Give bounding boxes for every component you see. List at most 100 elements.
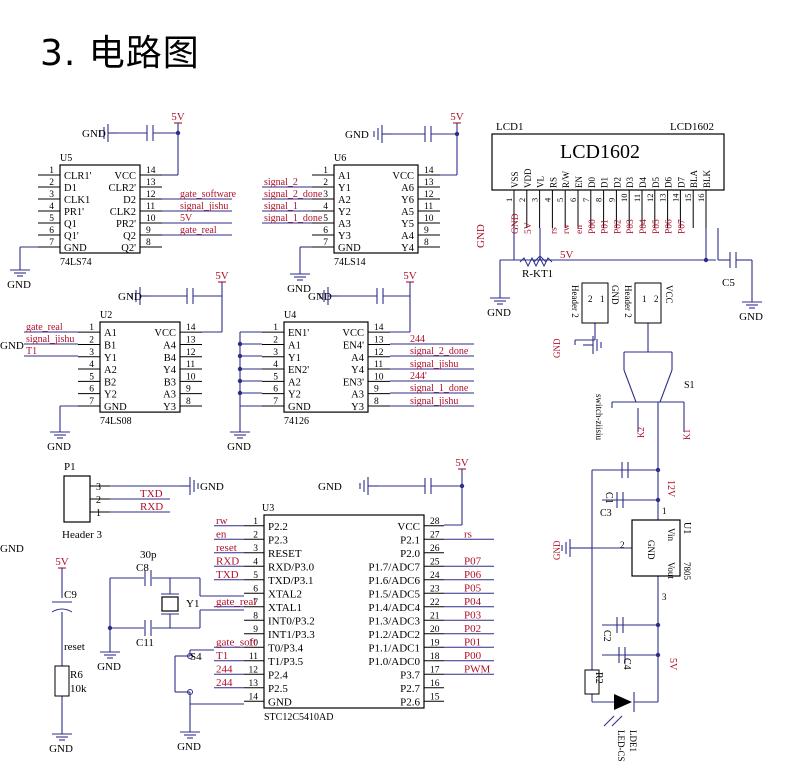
led-ray — [611, 715, 623, 727]
gnd-label: GND — [552, 540, 562, 560]
net-label: gate_real — [180, 225, 217, 236]
u3-pin-name-left: T1/P3.5 — [268, 656, 304, 668]
u5-pin-name-right: Q2' — [121, 243, 136, 254]
r6-label: R6 — [70, 669, 83, 681]
lcd-net-label: P04 — [639, 219, 649, 234]
u4-pin-num-right: 14 — [374, 323, 384, 333]
u3-pin-num-left: 7 — [253, 598, 258, 608]
u5-pin-num-left: 1 — [49, 166, 54, 176]
junction-dot — [237, 366, 243, 372]
net-label: 244' — [410, 371, 427, 382]
c8-label: C8 — [136, 562, 149, 574]
page-title: 3. 电路图 — [40, 33, 200, 74]
u5-pin-name-left: Q1 — [64, 219, 77, 230]
net-label: rs — [464, 528, 472, 540]
u5-pin-num-right: 12 — [146, 190, 156, 200]
u2-ref: U2 — [100, 310, 112, 321]
u4-pin-num-right: 12 — [374, 348, 384, 358]
lcd-net-label: rs — [549, 227, 559, 234]
u6-pin-name-right: A6 — [401, 183, 414, 194]
u4-pin-name-right: EN3' — [343, 377, 364, 388]
lcd-pin-name: BLA — [689, 169, 699, 188]
u2-body — [99, 321, 181, 413]
net-label: signal_2_done — [410, 346, 469, 357]
junction-dot — [237, 378, 243, 384]
net-label: P00 — [464, 650, 482, 662]
u3-pin-name-left: XTAL2 — [268, 588, 302, 600]
y1-label: Y1 — [186, 598, 199, 610]
u3-pin-name-right: P1.4/ADC4 — [368, 602, 420, 614]
header-vcc-part: Header 2 — [623, 285, 633, 318]
pot-arrow — [533, 255, 547, 263]
net-label: P03 — [464, 609, 482, 621]
u5-pin-name-left: GND — [64, 243, 87, 254]
lcd-pin-name: D1 — [600, 177, 610, 188]
lcd-pin-num: 8 — [594, 198, 604, 202]
net-label: reset — [216, 542, 237, 554]
lcd-net-label: P00 — [588, 219, 598, 234]
u4-pin-name-right: VCC — [342, 328, 364, 339]
u4-pin-name-left: EN2' — [288, 365, 309, 376]
gnd-label: GND — [118, 291, 142, 303]
u6-pin-name-right: A5 — [401, 207, 414, 218]
lcd-net-label: P06 — [665, 219, 675, 234]
header-gnd-part: Header 2 — [570, 285, 580, 318]
s4-label: S4 — [190, 651, 202, 663]
u4-pin-name-left: A1 — [288, 340, 301, 351]
lcd-pin-name: D5 — [651, 177, 661, 188]
junction-dot — [655, 622, 661, 628]
u3-pin-name-right: P1.1/ADC1 — [368, 642, 420, 654]
lcd-pin-name: D2 — [612, 177, 622, 188]
u6-pin-num-left: 4 — [323, 202, 328, 212]
u5-pin-num-left: 2 — [49, 178, 54, 188]
u5-pin-num-left: 7 — [49, 238, 54, 248]
u2-pin-name-right: A3 — [163, 390, 176, 401]
net-label: P05 — [464, 582, 482, 594]
lcd-net-label: P02 — [613, 219, 623, 234]
u3-pin-num-left: 9 — [253, 625, 258, 635]
net-label: gate_real — [26, 322, 63, 333]
u6-pin-name-right: VCC — [392, 171, 414, 182]
u3-ref: U3 — [262, 503, 274, 514]
net-label: TXD — [216, 569, 239, 581]
u3-pin-name-right: P1.3/ADC3 — [368, 615, 420, 627]
u3-pin-name-right: P1.5/ADC5 — [368, 588, 420, 600]
u2-pin-name-left: B2 — [104, 377, 116, 388]
u6-pin-name-right: Y5 — [401, 219, 414, 230]
net-label: P04 — [464, 596, 482, 608]
u5-pin-num-left: 3 — [49, 190, 54, 200]
u6-pin-num-left: 1 — [323, 166, 328, 176]
u2-pin-num-right: 11 — [186, 360, 195, 370]
gnd-label: GND — [0, 543, 24, 555]
gnd-label: GND — [318, 481, 342, 493]
u1-ref: U1 — [681, 522, 692, 534]
u4-pin-name-right: A3 — [351, 390, 364, 401]
u6-pin-name-right: Y6 — [401, 195, 414, 206]
net-label: P06 — [464, 569, 482, 581]
u5-pin-num-left: 5 — [49, 214, 54, 224]
u3-pin-num-right: 24 — [430, 571, 440, 581]
lcd-title: LCD1602 — [560, 141, 640, 163]
s1-label: S1 — [684, 380, 695, 391]
gnd-label: GND — [287, 283, 311, 295]
lcd-pin-num: 13 — [658, 194, 668, 203]
u3-pin-name-right: P1.7/ADC7 — [368, 561, 420, 573]
u3-pin-num-left: 6 — [253, 584, 258, 594]
u3-pin-num-right: 23 — [430, 584, 440, 594]
u6-pin-name-left: Y3 — [338, 231, 351, 242]
led-part: LED-CS — [616, 730, 626, 762]
r2-label: R2 — [593, 672, 604, 684]
p1-ref: P1 — [64, 461, 76, 473]
wire-layer — [10, 122, 762, 741]
led-triangle — [614, 694, 632, 710]
u3-pin-num-right: 26 — [430, 544, 440, 554]
u3-pin-name-right: P1.0/ADC0 — [368, 656, 420, 668]
u3-pin-name-left: XTAL1 — [268, 602, 302, 614]
u4-pin-name-right: Y4 — [351, 365, 365, 376]
u3-pin-name-left: T0/P3.4 — [268, 642, 304, 654]
u4-pin-name-left: A2 — [288, 377, 301, 388]
u5-pin-num-right: 11 — [146, 202, 155, 212]
header-pin-num: 2 — [588, 294, 593, 304]
u5-pin-num-left: 4 — [49, 202, 54, 212]
u6-pin-name-left: A1 — [338, 171, 351, 182]
